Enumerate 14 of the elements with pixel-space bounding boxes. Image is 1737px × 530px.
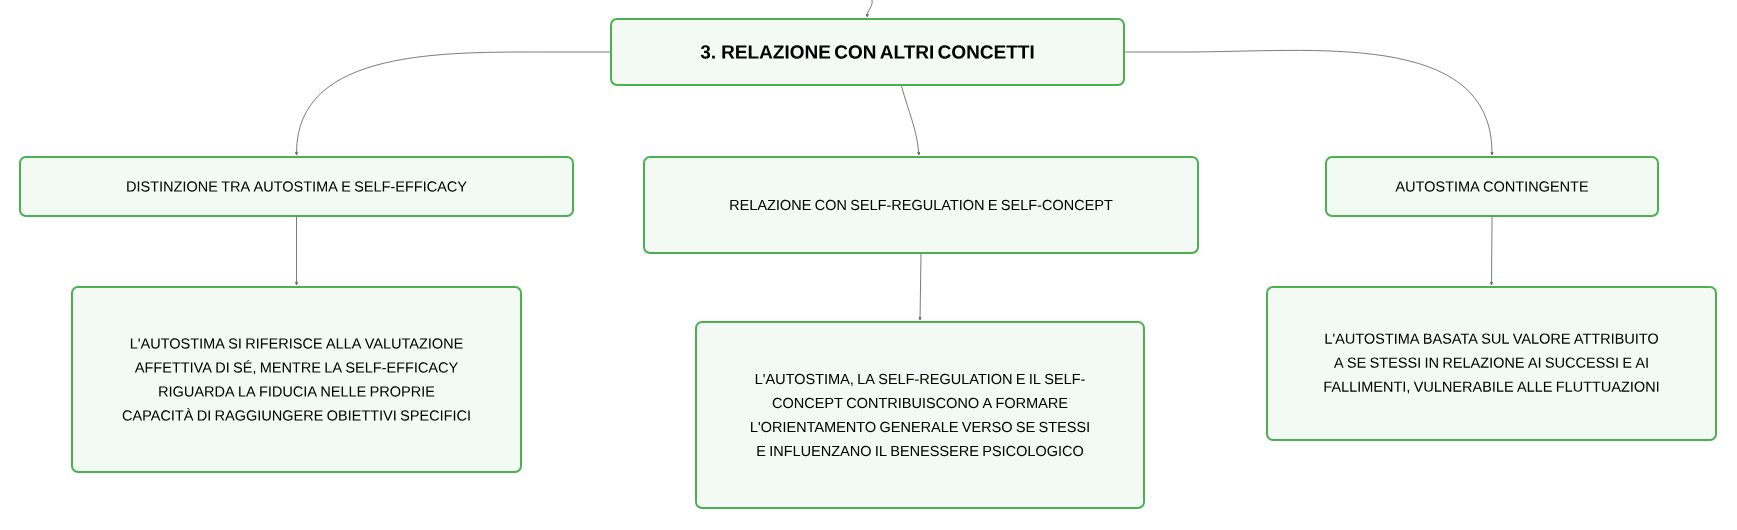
arrow — [901, 85, 921, 156]
concept-box: DISTINZIONE TRA AUTOSTIMA E SELF-EFFICACY — [19, 156, 574, 217]
arrow — [865, 0, 873, 18]
arrow — [295, 51, 611, 156]
concept-box: RELAZIONE CON SELF-REGULATION E SELF-CONCEPT — [643, 156, 1199, 254]
concept-box: L'AUTOSTIMA SI RIFERISCE ALLA VALUTAZIONE AFFETTIVA DI SÉ, MENTRE LA SELF-EFFICACY RIGUARDA LA FIDUCIA NELLE PROPRIE CAPACITÀ DI RAGGIUNGERE OBIETTIVI SPECIFICI — [71, 286, 522, 473]
concept-box: L'AUTOSTIMA BASATA SUL VALORE ATTRIBUITO A SE STESSI IN RELAZIONE AI SUCCESSI E AI FALLIMENTI, VULNERABILE ALLE FLUTTUAZIONI — [1266, 286, 1717, 441]
concept-box: L'AUTOSTIMA, LA SELF-REGULATION E IL SELF-CONCEPT CONTRIBUISCONO A FORMARE L'ORIENTAMENTO GENERALE VERSO SE STESSI E INFLUENZANO IL BENESSERE PSICOLOGICO — [695, 321, 1145, 509]
topic-box: 3. RELAZIONE CON ALTRI CONCETTI — [610, 18, 1125, 86]
arrow — [918, 253, 922, 321]
concept-box: AUTOSTIMA CONTINGENTE — [1325, 156, 1659, 217]
arrow — [295, 216, 298, 286]
arrow — [1124, 50, 1494, 156]
arrow — [1490, 216, 1494, 286]
